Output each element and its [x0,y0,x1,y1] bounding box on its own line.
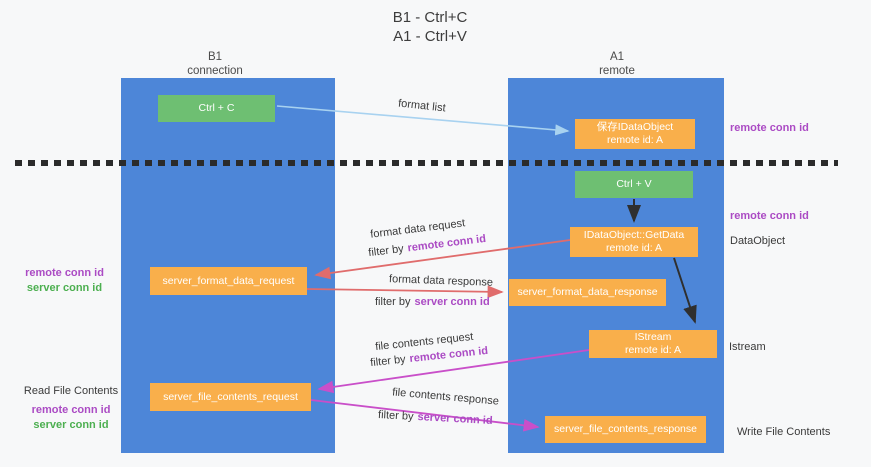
server-file-contents-response-label: server_file_contents_response [553,423,697,435]
server-format-data-request-box: server_format_data_request [150,267,307,295]
lane-b1-subtitle: connection [187,65,243,77]
server-format-data-response-label: server_format_data_response [517,286,658,298]
lane-a1-subtitle: remote [599,65,635,77]
remote-conn-id-annotation-mid: remote conn id [730,210,809,222]
istream-annotation: Istream [729,341,766,353]
dataobject-annotation: DataObject [730,235,786,247]
dashed-divider [15,160,838,166]
server-conn-id-text: server conn id [26,282,103,294]
save-idataobject-line1: 保存IDataObject [596,121,674,133]
save-idataobject-box: 保存IDataObject remote id: A [575,119,695,149]
lane-header-a1: A1 remote [557,50,677,78]
title-line-1: B1 - Ctrl+C [392,9,468,26]
server-format-data-response-box: server_format_data_response [509,279,666,306]
server-file-contents-response-box: server_file_contents_response [545,416,706,443]
idataobject-getdata-line2: remote id: A [605,242,663,254]
remote-conn-id-text: remote conn id [406,232,487,255]
ctrl-v-label: Ctrl + V [616,178,652,190]
istream-box: IStream remote id: A [589,330,717,358]
write-file-contents-annotation: Write File Contents [737,426,831,438]
remote-conn-id-text: remote conn id [25,267,104,279]
left-conn-id-annotation: remote conn id server conn id [22,266,107,296]
read-file-contents-text: Read File Contents [23,385,119,397]
server-file-contents-request-label: server_file_contents_request [163,390,298,403]
idataobject-getdata-box: IDataObject::GetData remote id: A [570,227,698,257]
title-line-2: A1 - Ctrl+V [393,28,467,45]
istream-line1: IStream [634,331,672,343]
format-data-response-label: format data response [388,273,494,289]
server-conn-id-text: server conn id [414,296,490,308]
filter-by-text: filter by [369,353,407,370]
istream-line2: remote id: A [624,344,682,356]
server-file-contents-request-box: server_file_contents_request [150,383,311,411]
read-file-contents-annotation: Read File Contents remote conn id server… [19,384,123,433]
server-conn-id-text: server conn id [33,419,109,431]
ctrl-c-label: Ctrl + C [198,102,235,114]
file-contents-response-label: file contents response [391,386,500,408]
lane-b1-title: B1 [207,51,223,63]
server-conn-id-text: server conn id [417,411,493,427]
idataobject-getdata-line1: IDataObject::GetData [583,229,685,241]
filter-by-text: filter by [377,409,414,423]
filter-by-text: filter by [367,242,405,260]
remote-conn-id-annotation-top: remote conn id [730,122,809,134]
diagram-title: B1 - Ctrl+C A1 - Ctrl+V [320,8,540,46]
remote-conn-id-text: remote conn id [31,404,111,416]
format-list-label: format list [397,97,447,115]
save-idataobject-line2: remote id: A [606,134,664,146]
filter-by-text: filter by [375,296,411,308]
lane-header-b1: B1 connection [155,50,275,78]
ctrl-v-box: Ctrl + V [575,171,693,198]
lane-a1-title: A1 [609,51,625,63]
format-data-response-arrow [306,285,504,299]
ctrl-c-box: Ctrl + C [158,95,275,122]
server-format-data-request-label: server_format_data_request [162,274,295,287]
